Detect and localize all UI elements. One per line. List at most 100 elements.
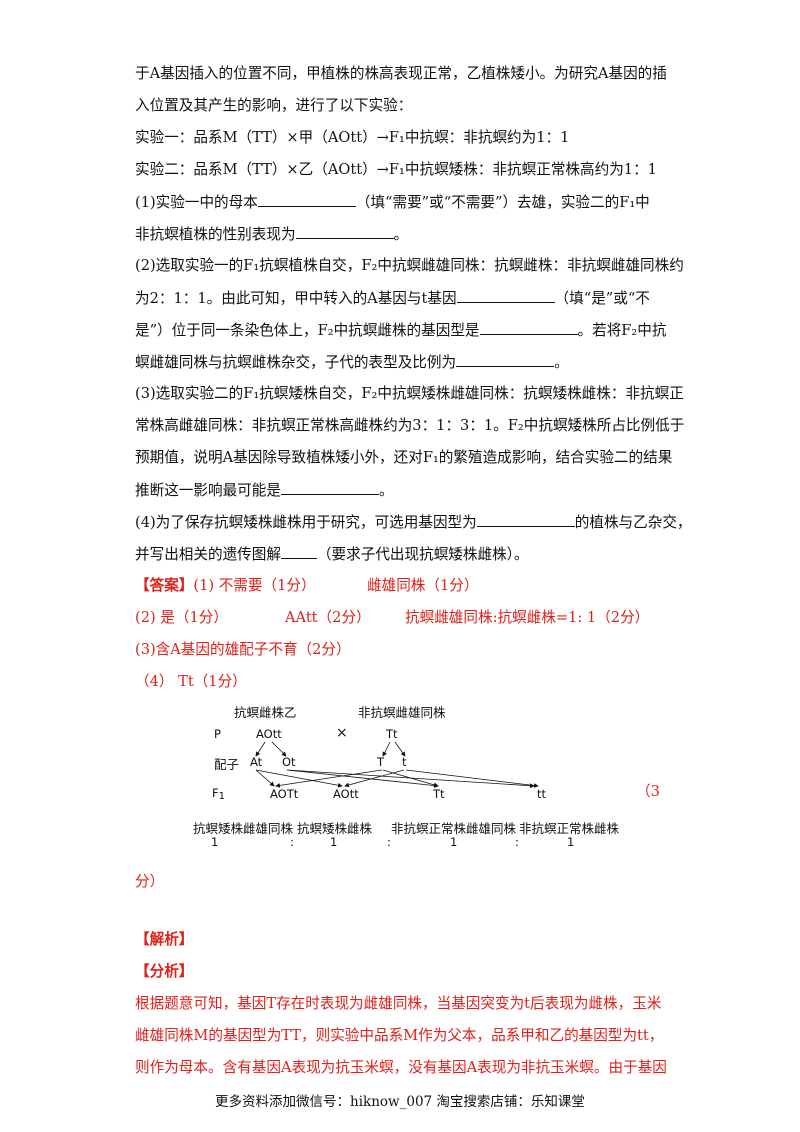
footer-note: 更多资料添加微信号：hiknow_007 淘宝搜索店铺：乐知课堂: [215, 1094, 585, 1110]
answer-blank[interactable]: [476, 512, 575, 527]
answer-blank[interactable]: [295, 224, 394, 239]
cross-gamete-t-dominant: T: [377, 755, 385, 769]
cross-ratio-sep: :: [290, 835, 294, 849]
question-2-text-b: （填“是”或“不: [554, 290, 650, 307]
answer-blank[interactable]: [280, 480, 379, 495]
cross-ratio-4: 1: [567, 835, 575, 849]
question-2-text-c: 是”）位于同一条染色体上，F₂中抗螟雌株的基因型是: [135, 322, 480, 339]
answer-2-1: (2) 是（1分）: [135, 609, 228, 626]
answer-1-1: (1) 不需要（1分）: [193, 577, 316, 594]
cross-gamete-at: At: [250, 755, 263, 769]
question-line-2: 入位置及其产生的影响，进行了以下实验：: [135, 97, 413, 114]
answer-1-2: 雌雄同株（1分）: [367, 577, 479, 594]
experiment-2: 实验二：品系M（TT）×乙（AOtt）→F₁中抗螟矮株：非抗螟正常株高约为1：1: [135, 161, 657, 178]
question-1-text-a: (1)实验一中的母本: [135, 194, 258, 211]
question-2-text-e: 螟雌雄同株与抗螟雌株杂交，子代的表型及比例为: [135, 354, 457, 371]
cross-phenotype-4: 非抗螟正常株雌株: [519, 821, 620, 836]
question-3-line-c: 预期值，说明A基因除导致植株矮小外，还对F₁的繁殖造成影响，结合实验二的结果: [135, 449, 673, 466]
cross-parent-right-label: 非抗螟雌雄同株: [358, 705, 446, 720]
answer-2-3: 抗螟雌雄同株:抗螟雌株=1: 1（2分）: [405, 609, 650, 626]
question-3-line-b: 常株高雌雄同株：非抗螟正常株高雌株约为3：1：3：1。F₂中抗螟矮株所占比例低于: [135, 417, 685, 434]
cross-offspring-2: AOtt: [333, 787, 359, 801]
question-4-text-d: （要求子代出现抗螟矮株雌株）。: [316, 546, 529, 563]
question-2-text-a: 为2：1：1。由此可知，甲中转入的A基因与t基因: [135, 290, 457, 307]
question-2-line-d: 螟雌雄同株与抗螟雌株杂交，子代的表型及比例为 。: [135, 352, 665, 373]
arrow-p-to-t-dominant: [382, 741, 391, 757]
question-2-line-a: (2)选取实验一的F₁抗螟植株自交，F₂中抗螟雌雄同株：抗螟雌株：非抗螟雌雄同株…: [135, 257, 684, 274]
question-2-text-f: 。: [554, 354, 569, 371]
answer-line-4: （4） Tt（1分）: [135, 673, 247, 690]
cross-phenotype-1: 抗螟矮株雌雄同株: [193, 821, 294, 836]
answer-blank[interactable]: [280, 544, 317, 559]
experiment-1: 实验一：品系M（TT）×甲（AOtt）→F₁中抗螟：非抗螟约为1：1: [135, 129, 570, 146]
cross-symbol: ×: [336, 725, 348, 741]
answer-label: 【答案】: [135, 577, 194, 594]
question-1-line-a: (1)实验一中的母本 （填“需要”或“不需要”）去雄，实验二的F₁中: [135, 192, 665, 213]
question-4-line-b: 并写出相关的遗传图解 （要求子代出现抗螟矮株雌株）。: [135, 544, 665, 565]
question-1-text-b: （填“需要”或“不需要”）去雄，实验二的F₁中: [355, 194, 650, 211]
answer-blank[interactable]: [479, 320, 578, 335]
cross-f1-letter: F: [212, 786, 219, 800]
question-1-text-d: 。: [393, 226, 409, 243]
cross-gamete-label: 配子: [214, 757, 240, 772]
question-3-text-a: 推断这一影响最可能是: [135, 482, 281, 499]
question-4-text-c: 并写出相关的遗传图解: [135, 546, 281, 563]
arrow-at-to-aott-2: [255, 769, 343, 788]
analysis-line-1: 根据题意可知，基因T存在时表现为雌雄同株，当基因突变为t后表现为雌株，玉米: [135, 995, 662, 1012]
question-3-line-a: (3)选取实验二的F₁抗螟矮株自交，F₂中抗螟矮株雌雄同株：抗螟矮株雌株：非抗螟…: [135, 385, 684, 402]
arrow-t-to-tt: [382, 769, 439, 788]
question-4-line-a: (4)为了保存抗螟矮株雌株用于研究，可选用基因型为 的植株与乙杂交，: [135, 512, 692, 533]
analysis-sub-label: 【分析】: [135, 963, 194, 980]
analysis-line-2: 雌雄同株M的基因型为TT，则实验中品系M作为父本，品系甲和乙的基因型为tt，: [135, 1027, 664, 1044]
cross-phenotype-2: 抗螟矮株雌株: [297, 821, 373, 836]
question-1-text-c: 非抗螟植株的性别表现为: [135, 226, 296, 243]
question-1-line-b: 非抗螟植株的性别表现为 。: [135, 224, 665, 245]
cross-f1-subscript: 1: [218, 791, 225, 802]
cross-offspring-4: tt: [537, 787, 547, 801]
analysis-line-3: 则作为母本。含有基因A表现为抗玉米螟，没有基因A表现为非抗玉米螟。由于基因: [135, 1059, 667, 1076]
cross-parent-left-label: 抗螟雌株乙: [234, 705, 297, 720]
arrow-at-to-aott: [255, 769, 275, 787]
cross-ratio-2: 1: [330, 835, 338, 849]
arrow-ot-to-tt: [286, 769, 439, 788]
cross-ratio-3: 1: [450, 835, 458, 849]
answer-line-2: (2) 是（1分） AAtt（2分） 抗螟雌雄同株:抗螟雌株=1: 1（2分）: [135, 608, 665, 628]
question-4-text-a: (4)为了保存抗螟矮株雌株用于研究，可选用基因型为: [135, 514, 477, 531]
cross-f1-label: F1: [212, 786, 225, 802]
cross-score-a: （3: [636, 783, 660, 800]
arrow-t-recessive-to-tt: [405, 769, 539, 788]
question-2-line-b: 为2：1：1。由此可知，甲中转入的A基因与t基因 （填“是”或“不: [135, 288, 665, 309]
cross-offspring-1: AOTt: [270, 787, 299, 801]
question-2-text-d: 。若将F₂中抗: [577, 322, 667, 339]
arrow-t-to-aott: [275, 769, 383, 788]
cross-ratio-sep: :: [515, 835, 519, 849]
cross-p-label: P: [214, 727, 221, 741]
answer-line-3: (3)含A基因的雄配子不育（2分）: [135, 641, 351, 658]
arrow-t-recessive-to-aott: [344, 769, 405, 788]
arrow-p-to-t-recessive: [394, 741, 406, 757]
cross-ratio-1: 1: [211, 835, 219, 849]
question-2-line-c: 是”）位于同一条染色体上，F₂中抗螟雌株的基因型是 。若将F₂中抗: [135, 320, 667, 341]
cross-phenotype-3: 非抗螟正常株雌雄同株: [391, 821, 517, 836]
cross-gamete-ot: Ot: [282, 755, 296, 769]
question-line-1: 于A基因插入的位置不同，甲植株的株高表现正常，乙植株矮小。为研究A基因的插: [135, 65, 667, 82]
cross-ratio-sep: :: [387, 835, 391, 849]
answer-blank[interactable]: [257, 192, 356, 207]
answer-2-2: AAtt（2分）: [285, 609, 371, 626]
cross-p-left-genotype: AOtt: [256, 727, 282, 741]
cross-offspring-3: Tt: [433, 787, 445, 801]
arrow-p-to-ot: [271, 741, 287, 757]
answer-blank[interactable]: [456, 288, 555, 303]
cross-p-right-genotype: Tt: [386, 727, 398, 741]
question-3-line-d: 推断这一影响最可能是 。: [135, 480, 665, 501]
cross-score-b: 分）: [135, 873, 165, 890]
question-3-text-b: 。: [378, 482, 394, 499]
answer-blank[interactable]: [456, 352, 555, 367]
cross-gamete-t-recessive: t: [402, 755, 407, 769]
arrow-p-to-at: [255, 741, 266, 757]
question-4-text-b: 的植株与乙杂交，: [574, 514, 692, 531]
answer-line-1: 【答案】(1) 不需要（1分） 雌雄同株（1分）: [135, 576, 665, 596]
analysis-label: 【解析】: [135, 931, 194, 948]
